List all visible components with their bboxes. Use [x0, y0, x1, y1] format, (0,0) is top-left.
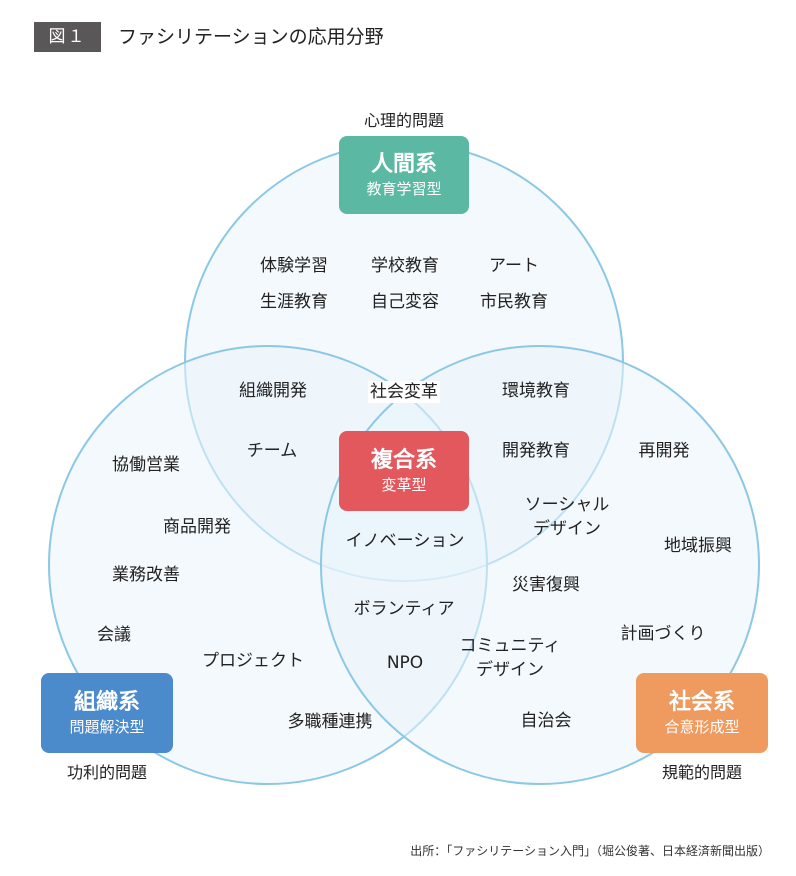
word-volunteer: ボランティア — [353, 599, 455, 619]
hub-organization-system: 組織系 問題解決型 — [41, 673, 173, 753]
word-team: チーム — [246, 441, 298, 461]
word-self-transformation: 自己変容 — [371, 292, 439, 312]
word-social-design-line2: デザイン — [533, 519, 601, 539]
word-redevelopment: 再開発 — [638, 441, 690, 461]
word-lifelong-education: 生涯教育 — [260, 292, 328, 312]
hub-human-title: 人間系 — [370, 152, 437, 177]
word-social-change: 社会変革 — [368, 381, 440, 403]
hub-org-subtitle: 問題解決型 — [69, 718, 145, 736]
word-community-design-line1: コミュニティ — [459, 636, 561, 656]
word-art: アート — [489, 256, 539, 276]
word-npo: NPO — [386, 653, 424, 673]
hub-org-title: 組織系 — [73, 690, 140, 715]
hub-social-subtitle: 合意形成型 — [664, 718, 740, 736]
word-organization-development: 組織開発 — [239, 381, 307, 401]
word-planning: 計画づくり — [620, 624, 706, 644]
word-development-education: 開発教育 — [502, 441, 570, 461]
hub-complex-title: 複合系 — [370, 448, 437, 473]
label-normative-issues: 規範的問題 — [661, 763, 743, 782]
word-product-development: 商品開発 — [163, 517, 231, 537]
word-school-education: 学校教育 — [371, 256, 439, 276]
source-citation: 出所：「ファシリテーション入門」（堀公俊著、日本経済新聞出版） — [410, 844, 770, 858]
hub-social-title: 社会系 — [668, 690, 735, 715]
hub-human-subtitle: 教育学習型 — [366, 180, 442, 198]
word-community-design-line2: デザイン — [476, 660, 544, 680]
word-civic-education: 市民教育 — [480, 292, 548, 312]
word-innovation: イノベーション — [345, 531, 465, 551]
word-collaborative-sales: 協働営業 — [112, 455, 180, 475]
word-regional-revitalization: 地域振興 — [664, 536, 732, 556]
word-meeting: 会議 — [97, 625, 131, 645]
label-psychological-issues: 心理的問題 — [363, 111, 445, 130]
word-business-improvement: 業務改善 — [112, 565, 180, 585]
word-social-design-line1: ソーシャル — [524, 495, 610, 515]
word-environmental-education: 環境教育 — [502, 381, 570, 401]
figure-title: ファシリテーションの応用分野 — [118, 26, 384, 48]
word-residents-association: 自治会 — [520, 711, 572, 731]
hub-complex-system: 複合系 変革型 — [339, 431, 469, 511]
label-utilitarian-issues: 功利的問題 — [66, 763, 148, 782]
hub-complex-subtitle: 変革型 — [381, 476, 427, 494]
hub-social-system: 社会系 合意形成型 — [636, 673, 768, 753]
figure-number-badge: 図１ — [34, 22, 101, 52]
word-disaster-recovery: 災害復興 — [512, 575, 580, 595]
hub-human-system: 人間系 教育学習型 — [339, 136, 469, 214]
word-experiential-learning: 体験学習 — [260, 256, 328, 276]
word-interprofessional-collaboration: 多職種連携 — [287, 712, 373, 732]
word-project: プロジェクト — [202, 651, 304, 671]
